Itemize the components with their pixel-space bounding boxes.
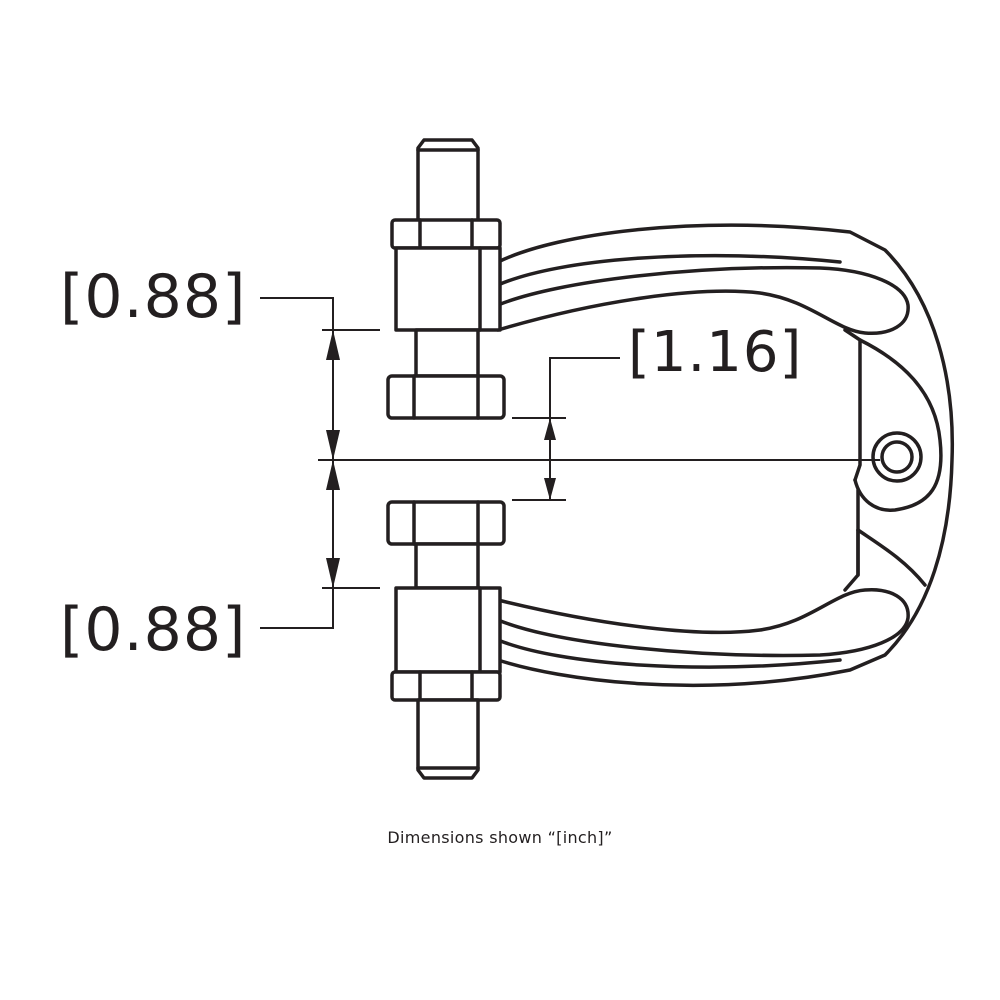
center-offset-dimension-label: [1.16]	[628, 320, 803, 385]
bottom-bolt	[386, 500, 506, 780]
bottom-gap-dimension-label: [0.88]	[60, 595, 247, 665]
clamp-body	[496, 223, 955, 688]
top-bolt	[386, 138, 506, 420]
top-dimension	[260, 297, 380, 460]
pin-hole	[871, 431, 923, 483]
bottom-dimension	[260, 460, 380, 629]
center-dimension	[512, 357, 620, 501]
units-caption: Dimensions shown “[inch]”	[387, 828, 613, 847]
top-gap-dimension-label: [0.88]	[60, 262, 247, 332]
